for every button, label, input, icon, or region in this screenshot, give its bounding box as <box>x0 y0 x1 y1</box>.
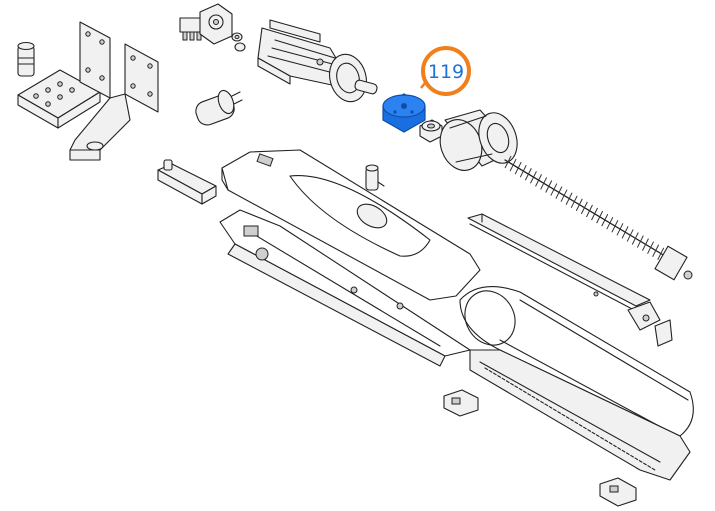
thread-line <box>509 158 517 172</box>
thread-line <box>616 223 624 236</box>
guide-rail-part <box>467 213 673 347</box>
limit-switch-part <box>443 389 479 417</box>
thread-line <box>647 241 654 254</box>
thread-line <box>657 247 665 261</box>
motor-part <box>257 19 378 103</box>
piston-cover-part <box>459 286 694 481</box>
thread-line <box>586 204 593 218</box>
thread-line <box>540 177 548 190</box>
thread-line <box>631 232 639 245</box>
part-callout[interactable]: 119 <box>420 46 471 96</box>
thread-line <box>591 207 598 221</box>
thread-line <box>504 155 512 169</box>
thread-line <box>560 189 568 202</box>
lower-housing-part <box>219 209 471 367</box>
limit-switch-part-2 <box>599 477 637 507</box>
thread-line <box>555 186 563 199</box>
worm-screw-part <box>504 155 693 281</box>
coupling-part <box>419 119 443 143</box>
thread-line <box>596 210 604 224</box>
thread-line <box>530 171 537 184</box>
thread-line <box>514 161 522 175</box>
thread-line <box>611 220 619 233</box>
capacitor-part <box>195 89 243 126</box>
thread-line <box>606 216 614 230</box>
nut-part <box>231 32 246 52</box>
pin-part <box>365 164 385 191</box>
highlighted-part-119[interactable] <box>382 93 426 133</box>
clamp-part <box>157 159 217 205</box>
thread-line <box>535 174 542 187</box>
thread-line <box>621 226 629 239</box>
connector-part <box>179 3 233 45</box>
thread-line <box>580 201 588 215</box>
thread-line <box>626 229 634 242</box>
thread-line <box>524 168 532 181</box>
rear-bracket-part <box>17 21 159 161</box>
thread-line <box>652 244 660 257</box>
thread-line <box>575 198 583 212</box>
thread-line <box>642 238 649 251</box>
thread-line <box>519 164 527 178</box>
thread-line <box>570 195 578 209</box>
callout-label: 119 <box>428 61 464 83</box>
thread-line <box>636 235 644 248</box>
thread-line <box>550 183 558 196</box>
gear-drum-part <box>439 109 518 171</box>
screw-part <box>17 41 35 77</box>
thread-line <box>565 192 573 205</box>
top-cover-part <box>221 149 481 301</box>
thread-line <box>601 213 609 227</box>
thread-line <box>545 180 553 193</box>
